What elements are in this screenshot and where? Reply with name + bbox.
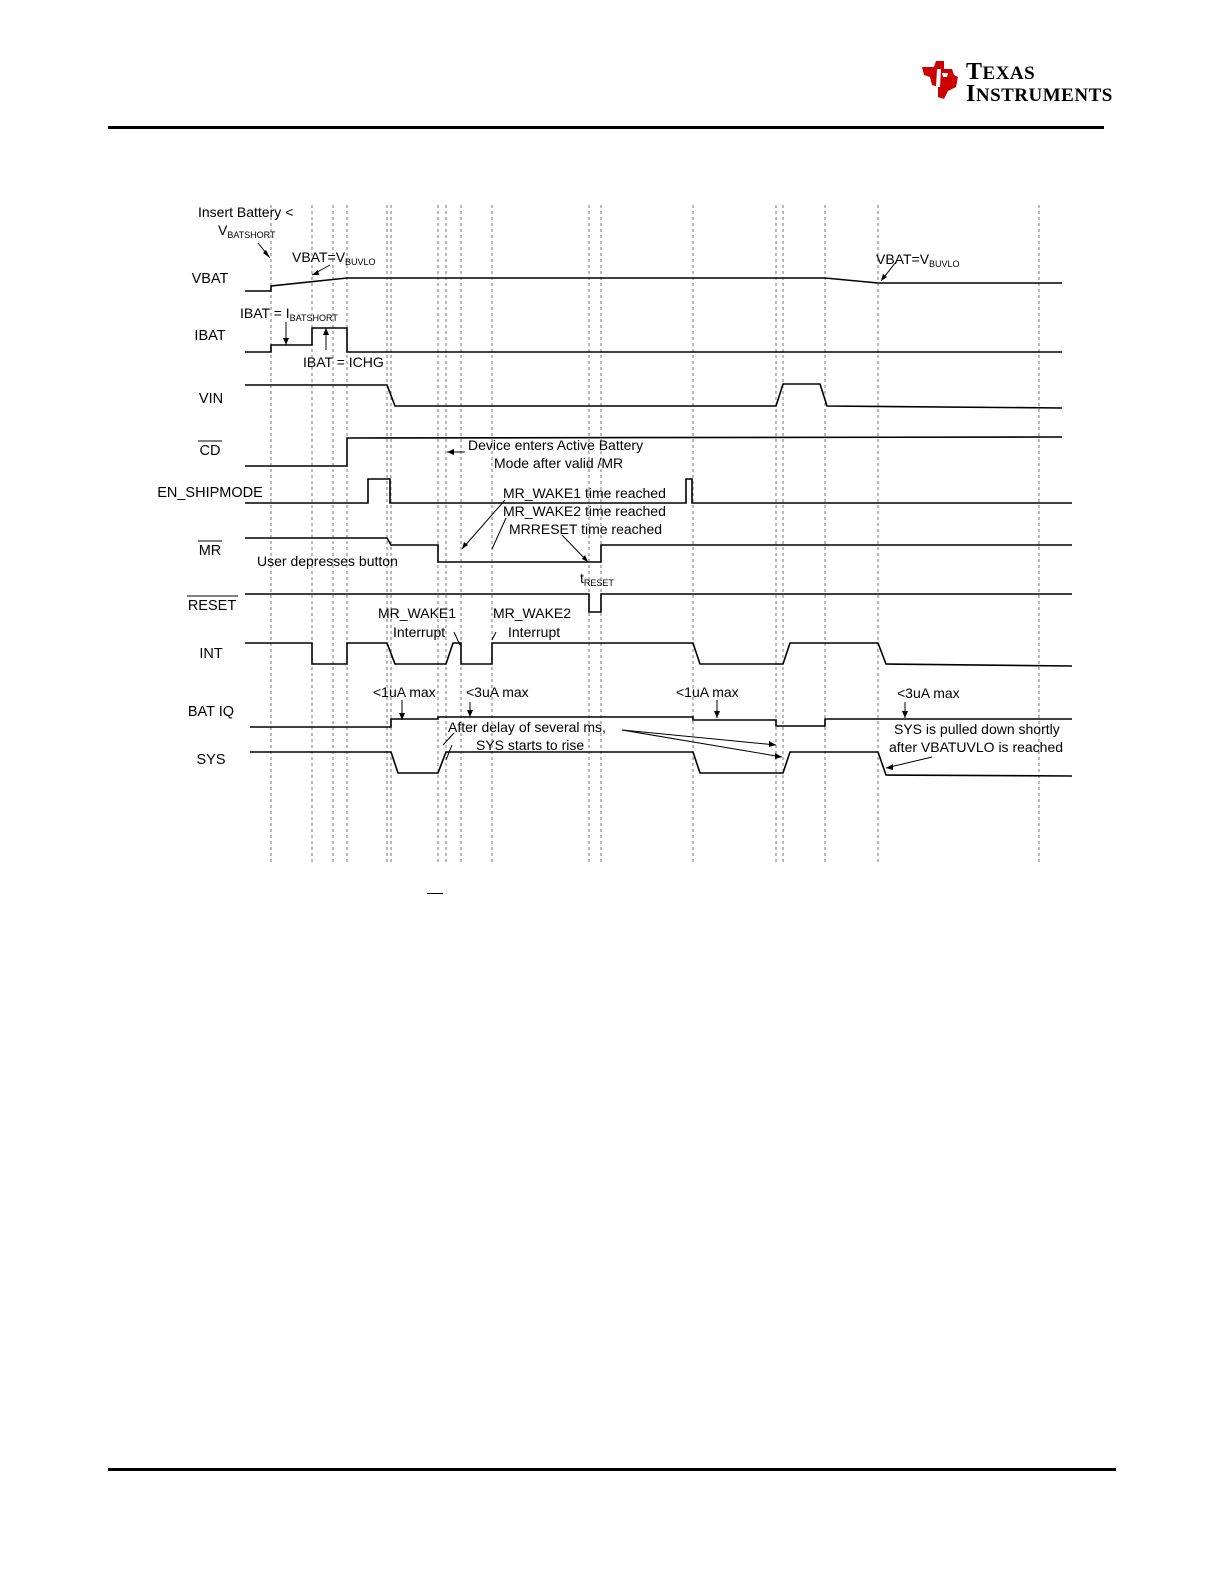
annotation-active-mode-1: Device enters Active Battery <box>468 437 643 453</box>
pointer <box>442 732 455 746</box>
timing-diagram: VBAT IBAT VIN CD EN_SHIPMODE MR RESET IN… <box>157 204 1073 865</box>
signal-label: VIN <box>199 391 223 407</box>
annotation-user-depresses: User depresses button <box>257 553 398 569</box>
signal-label: CD <box>200 443 221 459</box>
annotation-wake2-int-2: Interrupt <box>508 624 560 640</box>
arrowhead <box>881 274 887 281</box>
arrowhead <box>399 713 405 720</box>
texas-instruments-logo: TEXAS INSTRUMENTS <box>918 55 1118 107</box>
signal-label: VBAT <box>192 271 229 287</box>
signal-label: EN_SHIPMODE <box>157 485 263 501</box>
footer-rule <box>108 1468 1116 1471</box>
annotation-ibat-short: IBAT = IBATSHORT <box>240 305 338 323</box>
annotation-mrreset-reached: MRRESET time reached <box>509 521 662 537</box>
annotation-iq-3ua-a: <3uA max <box>466 684 529 700</box>
annotation-iq-1ua-b: <1uA max <box>676 684 739 700</box>
waveform-reset <box>245 593 1072 613</box>
waveform-int <box>245 642 1073 667</box>
pointer <box>453 631 461 646</box>
arrowhead <box>447 449 454 455</box>
annotation-ibat-ichg: IBAT = ICHG <box>303 354 384 370</box>
arrowhead <box>312 270 319 275</box>
annotation-delay-1: After delay of several ms, <box>448 719 606 735</box>
signal-label: SYS <box>196 752 225 768</box>
arrowhead <box>769 741 776 747</box>
pointer <box>621 729 783 758</box>
annotation-treset: tRESET <box>580 570 614 588</box>
signal-labels: VBAT IBAT VIN CD EN_SHIPMODE MR RESET IN… <box>157 271 263 768</box>
waveform-ibat <box>245 327 1062 353</box>
annotation-insert-battery: Insert Battery < <box>198 204 293 220</box>
annotation-active-mode-2: Mode after valid /MR <box>494 455 623 471</box>
signal-label: BAT IQ <box>188 704 234 720</box>
arrowhead <box>775 753 782 759</box>
annotation-iq-1ua-a: <1uA max <box>373 684 436 700</box>
arrowheads <box>263 250 908 770</box>
annotation-wake1-int-2: Interrupt <box>393 624 445 640</box>
signal-label: INT <box>199 646 223 662</box>
waveform-cd <box>245 436 1063 467</box>
waveform-en-shipmode <box>245 478 1072 504</box>
annotation-wake2-int-1: MR_WAKE2 <box>493 605 571 621</box>
annotation-vbatshort: VBATSHORT <box>218 222 276 240</box>
annotation-vbat-uvlo-1: VBAT=VBUVLO <box>292 249 376 267</box>
annotation-pulled-down-2: after VBATUVLO is reached <box>889 739 1063 755</box>
time-markers <box>270 205 1040 865</box>
arrowhead <box>902 711 908 718</box>
signal-label: IBAT <box>194 328 225 344</box>
annotations: Insert Battery < VBATSHORT VBAT=VBUVLO V… <box>198 204 1063 755</box>
annotation-vbat-uvlo-2: VBAT=VBUVLO <box>876 251 960 269</box>
annotation-wake2-reached: MR_WAKE2 time reached <box>503 503 666 519</box>
waveform-vin <box>245 383 1063 409</box>
waveform-sys <box>250 751 1073 777</box>
signal-label: RESET <box>188 598 236 614</box>
arrowhead <box>283 338 289 345</box>
annotation-delay-2: SYS starts to rise <box>476 737 584 753</box>
waveform-bat-iq <box>250 716 1072 728</box>
waveform-vbat <box>245 277 1062 292</box>
annotation-pointers <box>257 242 933 769</box>
header-rule <box>108 126 1104 129</box>
waveforms <box>245 277 1073 777</box>
arrowhead <box>714 711 720 718</box>
arrowhead <box>467 710 473 717</box>
arrowhead <box>323 328 329 335</box>
signal-label: MR <box>199 543 222 559</box>
annotation-wake1-int-1: MR_WAKE1 <box>378 605 456 621</box>
pointer <box>621 729 777 746</box>
pointer <box>885 756 933 769</box>
pointer <box>491 517 507 550</box>
arrowhead <box>886 764 893 770</box>
annotation-iq-3ua-b: <3uA max <box>897 685 960 701</box>
pointer <box>491 631 497 641</box>
logo-line-2: INSTRUMENTS <box>966 81 1113 107</box>
annotation-pulled-down-1: SYS is pulled down shortly <box>894 721 1060 737</box>
stray-overline-mark <box>427 893 443 894</box>
ti-logo-icon <box>922 61 958 99</box>
waveform-mr <box>245 537 1072 563</box>
pointer <box>461 499 506 550</box>
arrowhead <box>462 542 468 549</box>
arrowhead <box>582 555 588 562</box>
logo-line-1: TEXAS <box>966 59 1036 85</box>
pointer <box>445 744 453 761</box>
arrowhead <box>263 250 270 258</box>
annotation-wake1-reached: MR_WAKE1 time reached <box>503 485 666 501</box>
